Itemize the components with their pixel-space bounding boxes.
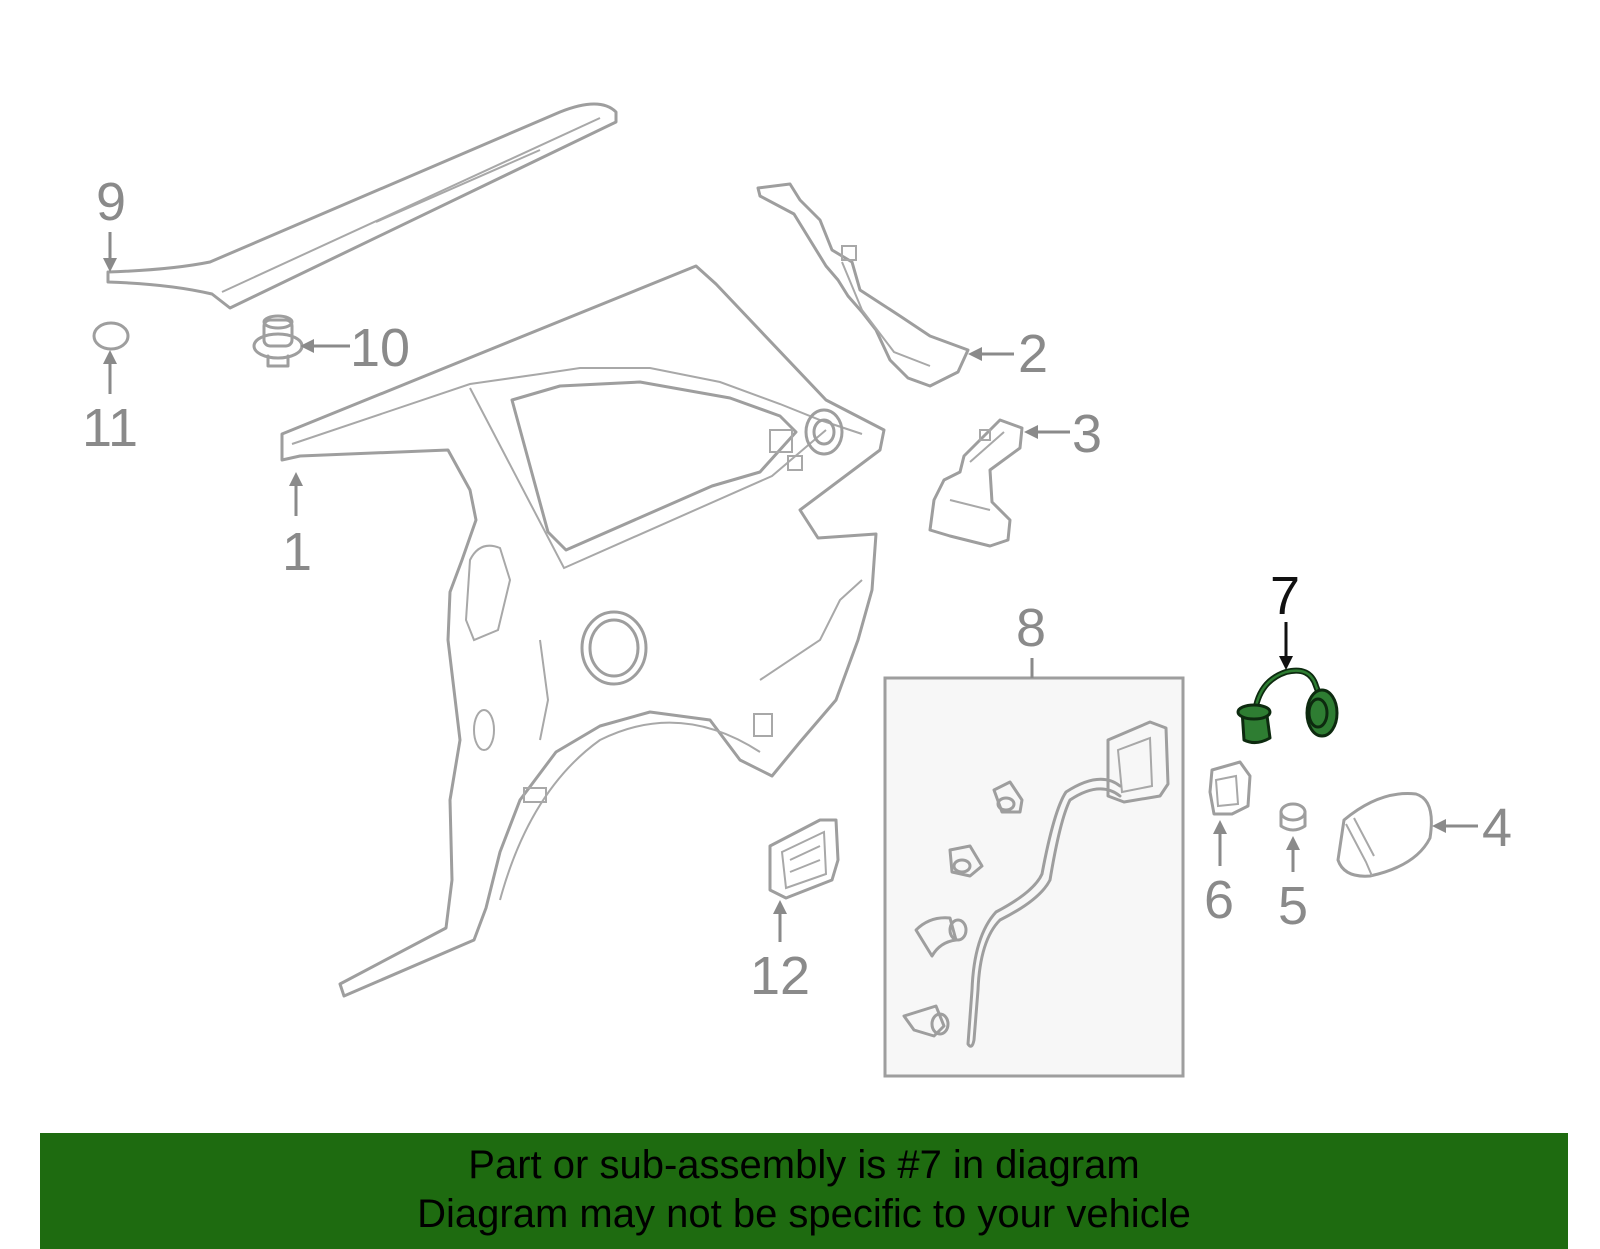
callout-6: 6 bbox=[1204, 870, 1234, 930]
part-12-filler-housing bbox=[768, 818, 840, 900]
callout-5: 5 bbox=[1278, 876, 1308, 936]
part-1-quarter-panel bbox=[280, 264, 886, 998]
callout-1: 1 bbox=[282, 522, 312, 582]
banner-line-2: Diagram may not be specific to your vehi… bbox=[417, 1192, 1191, 1236]
callout-4: 4 bbox=[1482, 798, 1512, 858]
part-11-grommet bbox=[92, 321, 130, 351]
callout-2: 2 bbox=[1018, 324, 1048, 384]
part-9-roof-molding bbox=[106, 102, 618, 310]
part-7-fuel-cap bbox=[1236, 667, 1339, 745]
callout-12: 12 bbox=[750, 946, 810, 1006]
callout-3: 3 bbox=[1072, 404, 1102, 464]
callout-arrows bbox=[103, 232, 1478, 942]
callout-11: 11 bbox=[82, 398, 138, 458]
part-10-clip bbox=[252, 314, 304, 368]
part-4-fuel-lid bbox=[1336, 792, 1433, 878]
callout-9: 9 bbox=[96, 172, 126, 232]
banner-line-1: Part or sub-assembly is #7 in diagram bbox=[468, 1143, 1140, 1187]
callout-10: 10 bbox=[350, 318, 410, 378]
part-2-reinforcement bbox=[756, 182, 970, 388]
part-3-bracket bbox=[928, 418, 1024, 548]
callout-7: 7 bbox=[1270, 566, 1300, 626]
callout-labels: 9 11 10 1 2 3 8 7 4 6 5 12 bbox=[82, 172, 1512, 1006]
part-8-kit-box bbox=[883, 676, 1185, 1078]
info-banner: Part or sub-assembly is #7 in diagram Di… bbox=[40, 1133, 1568, 1249]
part-5-bumper bbox=[1279, 802, 1307, 832]
part-6-hinge-base bbox=[1208, 760, 1252, 816]
callout-8: 8 bbox=[1016, 598, 1046, 658]
